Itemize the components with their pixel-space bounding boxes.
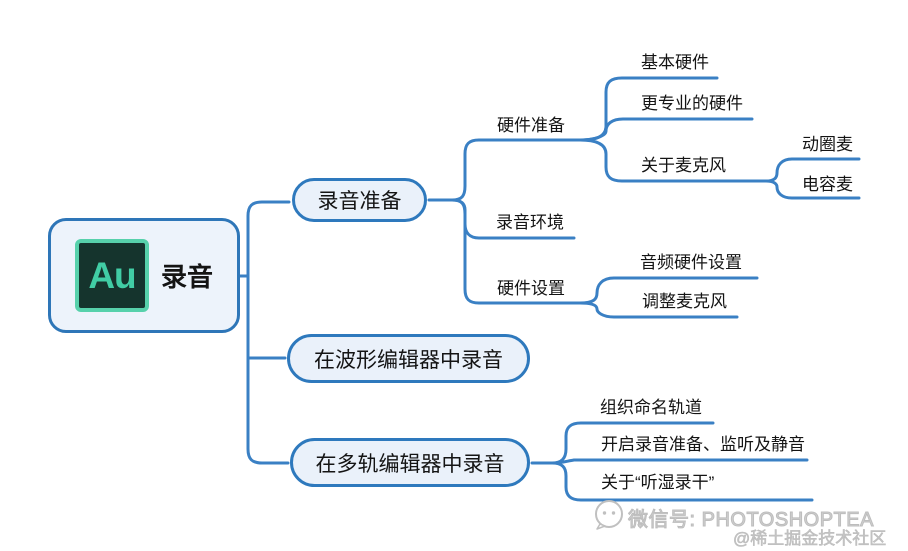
connector-arm-monitor-mute — [550, 458, 809, 465]
node-recording-preparation[interactable]: 录音准备 — [292, 178, 427, 222]
watermark-wechat-label: 微信号: PHOTOSHOPTEA — [628, 509, 874, 532]
connector-adjust-mic — [578, 301, 739, 319]
node-about-microphone[interactable]: 关于麦克风 — [641, 156, 726, 175]
root-node-recording[interactable]: Au 录音 — [48, 218, 240, 333]
connector-prep-hwsettings — [450, 198, 582, 305]
root-label: 录音 — [160, 262, 213, 292]
connector-prep-hardwareprep — [450, 138, 582, 202]
node-arm-monitor-mute[interactable]: 开启录音准备、监听及静音 — [601, 435, 805, 454]
connector-condenser-mic — [764, 179, 861, 200]
connector-about-mic — [578, 138, 768, 183]
node-organize-name-tracks[interactable]: 组织命名轨道 — [600, 398, 702, 417]
node-pro-hardware[interactable]: 更专业的硬件 — [641, 94, 743, 113]
watermark-community-label: @稀土掘金技术社区 — [733, 529, 887, 549]
connector-pro-hardware — [578, 117, 754, 142]
chat-bubble-icon — [595, 500, 623, 530]
audition-logo-icon: Au — [74, 239, 149, 312]
node-recording-environment[interactable]: 录音环境 — [496, 213, 564, 232]
connector-main-spine — [246, 200, 291, 465]
node-adjust-microphone[interactable]: 调整麦克风 — [642, 292, 727, 311]
node-audio-hardware-settings[interactable]: 音频硬件设置 — [640, 253, 742, 272]
node-record-in-waveform-editor[interactable]: 在波形编辑器中录音 — [287, 334, 530, 383]
connector-audio-hw-settings — [578, 276, 759, 305]
node-condenser-mic[interactable]: 电容麦 — [802, 175, 853, 194]
node-hardware-settings[interactable]: 硬件设置 — [497, 279, 565, 298]
node-dynamic-mic[interactable]: 动圈麦 — [802, 135, 853, 154]
node-record-in-multitrack-editor[interactable]: 在多轨编辑器中录音 — [290, 438, 530, 487]
connector-wet-dry — [550, 461, 814, 502]
node-about-wet-monitor-dry-record[interactable]: 关于“听湿录干” — [601, 473, 715, 492]
node-basic-hardware[interactable]: 基本硬件 — [641, 53, 709, 72]
node-hardware-preparation[interactable]: 硬件准备 — [497, 116, 565, 135]
